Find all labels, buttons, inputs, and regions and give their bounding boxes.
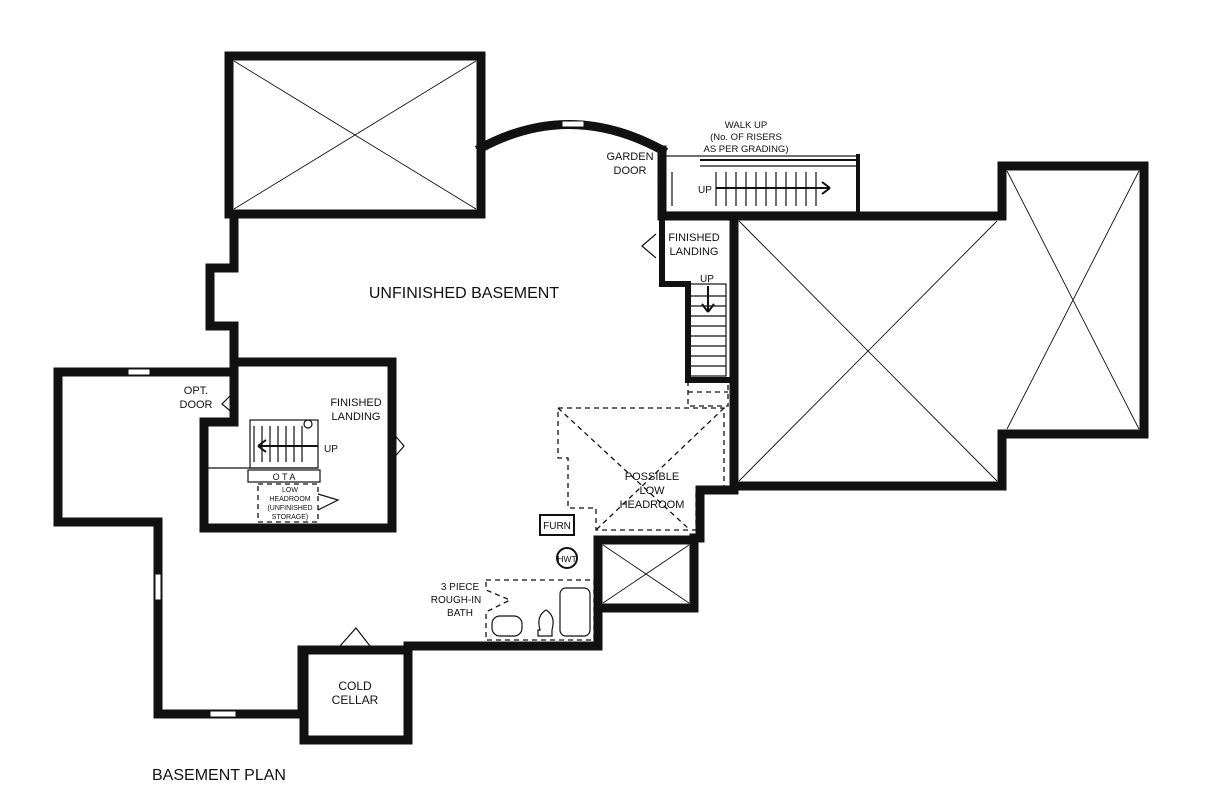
opt-door-label-2: DOOR: [180, 399, 213, 411]
right-landing-label-2: LANDING: [670, 246, 719, 258]
low-headroom-label-2: LOW: [639, 485, 665, 497]
garden-door-label-1: GARDEN: [606, 151, 653, 163]
walk-up-label-1: WALK UP: [725, 120, 767, 131]
low-headroom-label-1: POSSIBLE: [625, 471, 679, 483]
walk-up-stair: UP: [658, 154, 860, 214]
right-landing-label-1: FINISHED: [668, 232, 719, 244]
left-stair-up-label: UP: [324, 444, 338, 455]
plan-title: BASEMENT PLAN: [152, 767, 286, 784]
right-stair-up-label: UP: [700, 274, 714, 285]
unexcavated-area-right: [729, 161, 1149, 491]
hwt-label: HWT: [557, 554, 576, 564]
walk-up-label-3: AS PER GRADING): [704, 144, 789, 155]
curved-wall-window: [561, 120, 585, 128]
cold-cellar-label-2: CELLAR: [332, 693, 379, 707]
storage-label-3: (UNFINISHED: [267, 505, 312, 512]
garden-door-label-2: DOOR: [614, 165, 647, 177]
cold-cellar-label-1: COLD: [338, 679, 372, 693]
curved-wall: [474, 120, 669, 157]
bath-label-2: ROUGH-IN: [431, 595, 482, 606]
hwt-circle: [556, 547, 578, 569]
left-landing-label-1: FINISHED: [330, 397, 381, 409]
storage-label-1: LOW: [282, 487, 298, 494]
right-landing-and-stair: UP FINISHED LANDING: [641, 217, 731, 407]
furnace-label: FURN: [543, 521, 571, 532]
unexcavated-area-small: [593, 535, 699, 613]
walk-up-up-label: UP: [698, 185, 712, 196]
unexcavated-area-top-left: [224, 51, 486, 219]
window-bottom: [209, 710, 237, 718]
cold-cellar: COLD CELLAR: [299, 627, 413, 745]
window-left-top: [127, 368, 151, 376]
opt-door-label-1: OPT.: [184, 385, 208, 397]
bath-label-3: BATH: [447, 608, 473, 619]
walk-up-label-2: (No. OF RISERS: [710, 132, 782, 143]
furnace-box: [539, 514, 575, 536]
low-headroom-label-3: HEADROOM: [620, 499, 685, 511]
bath-label-1: 3 PIECE: [441, 582, 480, 593]
left-landing-label-2: LANDING: [332, 411, 381, 423]
low-headroom-area: POSSIBLE LOW HEADROOM: [557, 407, 725, 531]
ota-label: O T A: [273, 472, 296, 482]
left-landing-room: O T A LOW HEADROOM (UNFINISHED STORAGE) …: [199, 357, 405, 533]
unfinished-basement-label: UNFINISHED BASEMENT: [369, 285, 559, 302]
window-left-side: [154, 573, 162, 601]
storage-label-2: HEADROOM: [269, 496, 310, 503]
rough-in-bath: 3 PIECE ROUGH-IN BATH: [431, 579, 595, 641]
storage-label-4: STORAGE): [272, 514, 308, 521]
